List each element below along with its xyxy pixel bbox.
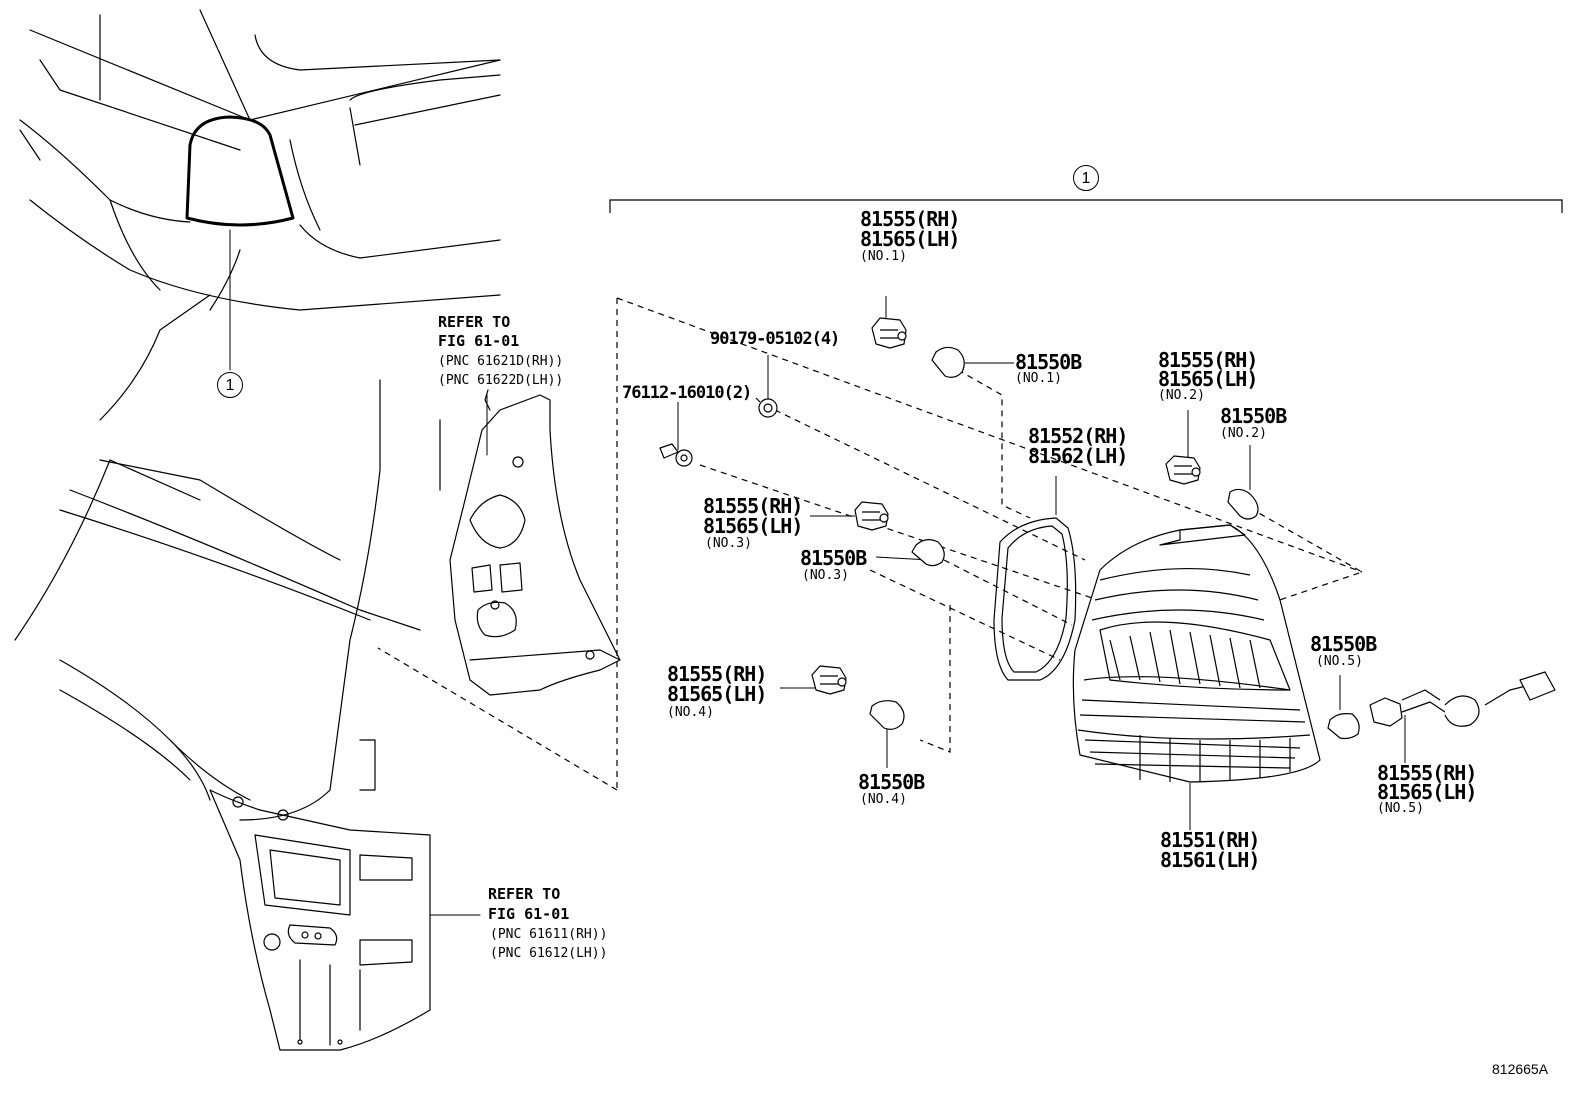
label-81550b-no3[interactable]: 81550B [800,546,867,570]
label-81561-lamp[interactable]: 81561(LH) [1160,848,1260,872]
label-81550b-no5[interactable]: 81550B [1310,632,1377,656]
wheelhouse-liner [209,739,431,1051]
refer-lower-line2[interactable]: FIG 61-01 [488,905,570,923]
label-81550b-no1[interactable]: 81550B [1015,350,1082,374]
label-81565-no5[interactable]: 81565(LH) [1377,780,1477,804]
bulb-no2[interactable] [1227,488,1259,520]
refer-upper-line3: (PNC 61621D(RH)) [438,354,564,369]
bulb-no5[interactable] [1327,713,1360,740]
label-no1-holder: (NO.1) [860,249,907,264]
label-76112-clip[interactable]: 76112-16010(2) [622,383,752,403]
tail-lamp-highlight [185,115,295,227]
label-81565-no1[interactable]: 81565(LH) [860,227,960,251]
label-81562-gasket[interactable]: 81562(LH) [1028,444,1128,468]
refer-lower-line1: REFER TO [488,885,561,903]
bulb-no4[interactable] [869,700,905,730]
label-no3-holder: (NO.3) [705,536,752,551]
bulb-no1[interactable] [931,346,965,378]
bulb-socket-no2[interactable] [1165,455,1201,485]
label-no5-bulb: (NO.5) [1316,654,1363,669]
label-81550b-no2[interactable]: 81550B [1220,404,1287,428]
illustration-id: 812665A [1492,1061,1549,1077]
label-no4-bulb: (NO.4) [860,792,907,807]
refer-upper-line2[interactable]: FIG 61-01 [438,332,520,350]
label-81550b-no4[interactable]: 81550B [858,770,925,794]
rear-combination-lamp[interactable] [1072,524,1321,783]
bulb-socket-no5[interactable] [1369,671,1556,727]
label-81565-no4[interactable]: 81565(LH) [667,682,767,706]
label-81565-no3[interactable]: 81565(LH) [703,514,803,538]
label-81555-no1[interactable]: 81555(RH) [860,207,960,231]
bulb-socket-no4[interactable] [811,665,847,695]
label-81555-no3[interactable]: 81555(RH) [703,494,803,518]
bulb-socket-no1[interactable] [871,317,907,349]
quarter-panel-body [14,249,441,821]
clip-76112[interactable] [659,443,693,467]
label-81565-no2[interactable]: 81565(LH) [1158,367,1258,391]
quarter-inner-panel [449,389,621,696]
label-no3-bulb: (NO.3) [802,568,849,583]
label-81555-no4[interactable]: 81555(RH) [667,662,767,686]
label-no5-holder: (NO.5) [1377,801,1424,816]
lamp-gasket[interactable] [993,517,1077,681]
callout-1-vehicle: 1 [217,372,243,398]
screw-90179[interactable] [755,397,778,418]
refer-lower-line3: (PNC 61611(RH)) [490,927,608,942]
label-no2-holder: (NO.2) [1158,388,1205,403]
refer-upper-line1: REFER TO [438,313,511,331]
label-81552-gasket[interactable]: 81552(RH) [1028,424,1128,448]
label-81551-lamp[interactable]: 81551(RH) [1160,828,1260,852]
label-81555-no5[interactable]: 81555(RH) [1377,761,1477,785]
label-90179-screw[interactable]: 90179-05102(4) [710,329,840,349]
label-no2-bulb: (NO.2) [1220,426,1267,441]
label-no1-bulb: (NO.1) [1015,371,1062,386]
label-no4-holder: (NO.4) [667,705,714,720]
bulb-no3[interactable] [911,539,945,567]
bulb-socket-no3[interactable] [854,501,889,531]
callout-1-top: 1 [1073,165,1099,191]
refer-upper-line4: (PNC 61622D(LH)) [438,373,564,388]
vehicle-rear-view [19,9,501,311]
refer-lower-line4: (PNC 61612(LH)) [490,946,608,961]
label-81555-no2[interactable]: 81555(RH) [1158,348,1258,372]
